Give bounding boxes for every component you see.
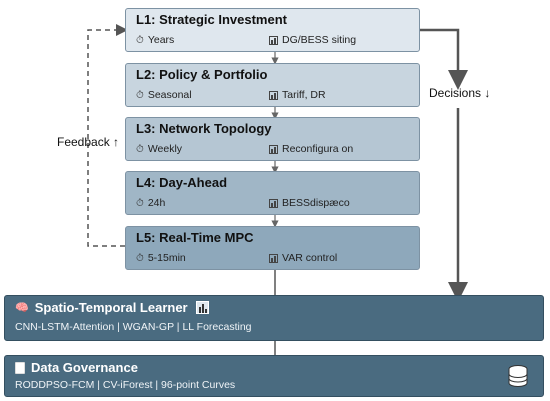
bar-chart-icon [269,35,278,45]
level-l1: L1: Strategic Investment ⏱Years DG/BESS … [125,8,420,52]
clock-icon: ⏱ [136,89,144,101]
level-title: L3: Network Topology [136,121,272,136]
clock-icon: ⏱ [136,143,144,155]
level-scope: DG/BESS siting [282,34,357,46]
level-title: L5: Real-Time MPC [136,230,254,245]
governance-subtitle: RODDPSO-FCM | CV-iForest | 96-point Curv… [15,379,236,391]
bar-chart-icon [269,198,278,208]
level-title: L2: Policy & Portfolio [136,67,268,82]
decisions-arrow-top [420,28,468,90]
learner-title: Spatio-Temporal Learner [34,300,188,315]
level-l5: L5: Real-Time MPC ⏱5-15min VAR control [125,226,420,270]
brain-icon: 🧠 [15,302,29,314]
clock-icon: ⏱ [136,252,144,264]
level-l4: L4: Day-Ahead ⏱24h BESSdispæco [125,171,420,215]
level-timescale: Years [147,34,175,46]
bar-chart-icon [269,90,278,100]
level-scope: Tariff, DR [282,89,326,101]
level-scope: BESSdispæco [282,197,350,209]
governance-title: Data Governance [31,360,138,375]
decisions-label: Decisions ↓ [429,86,491,100]
level-l2: L2: Policy & Portfolio ⏱Seasonal Tariff,… [125,63,420,107]
level-timescale: 24h [147,197,166,209]
feedback-label: Feedback ↑ [57,135,120,149]
level-l3: L3: Network Topology ⏱Weekly Reconfigura… [125,117,420,161]
level-timescale: Weekly [147,143,183,155]
bar-chart-icon [195,301,209,314]
level-scope: VAR control [282,252,338,264]
level-title: L4: Day-Ahead [136,175,228,190]
clock-icon: ⏱ [136,34,144,46]
level-timescale: 5-15min [147,252,186,264]
clock-icon: ⏱ [136,197,144,209]
data-governance-band: Data Governance RODDPSO-FCM | CV-iForest… [4,355,544,397]
database-icon [508,365,528,387]
bar-chart-icon [269,253,278,263]
clipboard-icon [15,361,25,374]
level-title: L1: Strategic Investment [136,12,287,27]
level-timescale: Seasonal [147,89,192,101]
level-scope: Reconfigura on [282,143,354,155]
feedback-arrow [87,24,128,247]
spatio-temporal-learner-band: 🧠 Spatio-Temporal Learner CNN-LSTM-Atten… [4,295,544,341]
bar-chart-icon [269,144,278,154]
learner-subtitle: CNN-LSTM-Attention | WGAN-GP | LL Foreca… [15,321,252,333]
